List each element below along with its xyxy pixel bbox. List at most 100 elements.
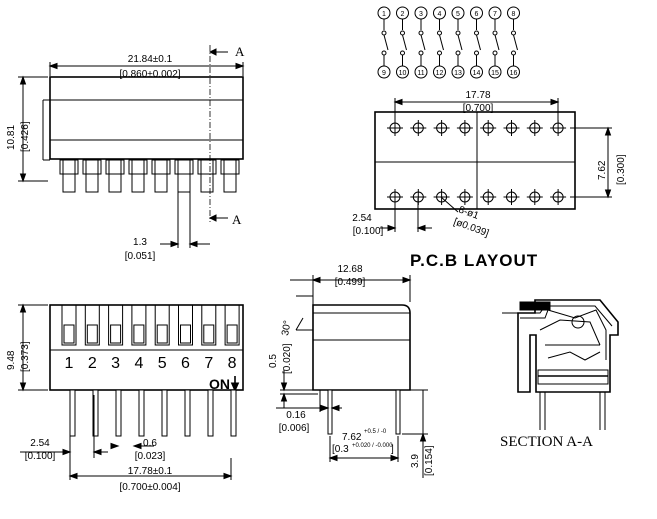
side-width-dim: 12.68 [337,264,362,275]
pcb-hole [526,189,543,205]
pin-circle-icon [507,65,520,79]
switch-number: 8 [228,355,237,372]
top-width-dim: 21.84±0.1 [128,54,173,65]
side-pin-thick-dim: 0.16 [286,410,306,421]
section-actuator [519,301,551,311]
front-span-dim: 17.78±0.1 [128,466,173,477]
schematic-switch: 816 [507,6,520,79]
side-row-tol: +0.5 / -0 [364,429,387,435]
pcb-hole [480,120,497,136]
front-actuator [224,304,240,346]
on-label: ON [209,376,230,392]
front-view-actuators [61,304,240,346]
front-pin [207,389,214,437]
front-actuator [201,304,217,346]
pin-circle-icon [396,65,409,79]
pin-circle-icon [470,65,483,79]
side-pin-right [395,389,401,435]
side-pin-thick-dim-in: [0.006] [279,423,310,434]
pcb-hole [503,120,520,136]
front-span-dim-in: [0.700±0.004] [119,482,180,493]
pcb-hole [410,120,427,136]
side-pin-left [327,389,333,435]
schematic-pin-number: 13 [454,70,462,77]
top-height-dim-in: [0.426] [20,121,31,152]
pcb-outline [374,111,576,210]
side-width-dim-in: [0.499] [335,277,366,288]
schematic-switch: 5 13 [451,6,465,79]
schematic-pin-number: 14 [473,70,481,77]
section-detent-icon [571,315,585,329]
top-actuator [105,159,125,193]
front-pin [115,389,122,437]
front-height-dim: 9.48 [6,350,17,370]
pcb-row-dim: 7.62 [597,160,608,180]
side-row-dim-in: [0.3 [332,444,349,455]
switch-number: 1 [65,355,74,372]
schematic-pin-number: 3 [419,11,423,18]
pin-width-dim-in: [0.051] [125,251,156,262]
section-a-a: SECTION A-A [500,299,619,450]
pin-circle-icon [414,65,428,79]
pcb-hole [550,189,567,205]
pin-width-dim: 1.3 [133,237,147,248]
section-marker-top: A [235,44,245,59]
schematic-switch: 412 [433,6,446,79]
side-standoff-dim-in: [0.020] [282,343,293,374]
front-pin [138,389,145,437]
top-actuator [151,159,171,193]
top-actuator [174,159,194,193]
switch-number: 4 [134,355,143,372]
pcb-hole [433,120,450,136]
schematic-pin-number: 7 [493,11,497,18]
schematic-pin-number: 4 [438,11,442,18]
schematic-switch: 210 [396,6,409,79]
pcb-hole [456,120,473,136]
top-height-dim: 10.81 [6,125,17,150]
pcb-span-dim: 17.78 [465,90,490,101]
top-actuator [220,159,240,193]
pcb-hole [480,189,497,205]
schematic-pin-number: 2 [401,11,405,18]
front-pin [230,389,237,437]
front-actuator [61,304,77,346]
front-pin [161,389,168,437]
schematic-pin-number: 9 [382,70,386,77]
side-view: 12.68 [0.499] 30° 0.5 [0.020] 0.16 [0.00… [268,264,435,478]
switch-number: 5 [158,355,167,372]
front-view-pins [69,389,237,437]
schematic-pin-number: 11 [417,70,424,77]
top-actuator [82,159,102,193]
pin-circle-icon [433,65,446,79]
side-pin-len-dim: 3.9 [410,454,421,468]
front-actuator [131,304,147,346]
pcb-layout-title: P.C.B LAYOUT [410,251,538,270]
schematic-switch: 3 11 [414,6,428,79]
side-angle-dim: 30° [280,320,293,337]
pcb-row-dim-in: [0.300] [616,154,627,185]
schematic-pin-number: 5 [456,11,460,18]
pcb-hole [387,120,403,136]
side-standoff-dim: 0.5 [268,354,279,368]
side-row-tol-in: +0.020 / -0.000 [352,443,393,449]
schematic-pin-number: 16 [510,70,518,77]
side-row-dim: 7.62 [342,432,362,443]
front-actuator [108,304,124,346]
top-actuator [59,159,79,193]
section-label: SECTION A-A [500,434,593,450]
front-pin-dim-in: [0.023] [135,451,166,462]
schematic-switch: 7 15 [488,6,502,79]
top-width-dim-in: [0.860±0.002] [119,69,180,80]
side-row-dim-in-close: ] [391,444,394,455]
pcb-hole [550,120,567,136]
pcb-span-dim-in: [0.700] [463,103,494,114]
schematic-pin-number: 6 [475,11,479,18]
pin-circle-icon [377,65,391,79]
schematic-pin-number: 15 [491,70,499,77]
schematic-pin-number: 1 [382,11,386,18]
front-pin [184,389,191,437]
front-actuator [154,304,170,346]
